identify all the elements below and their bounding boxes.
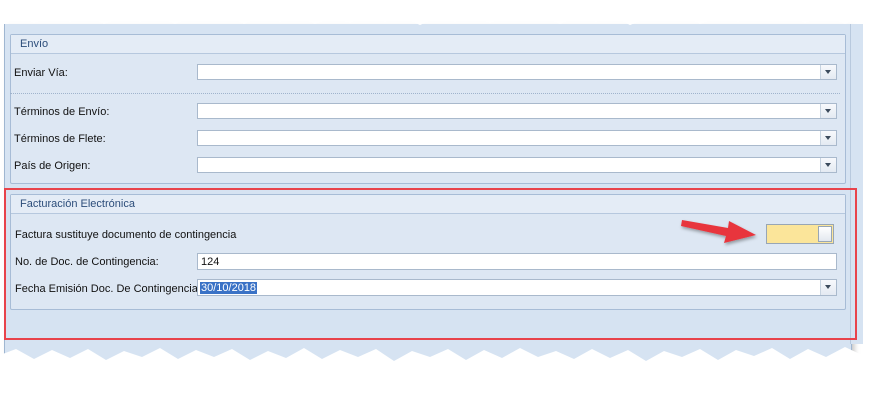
chevron-down-icon[interactable] [820, 131, 836, 145]
doc-contingencia-label: No. de Doc. de Contingencia: [15, 256, 159, 268]
fecha-emision-label: Fecha Emisión Doc. De Contingencia: [15, 283, 201, 295]
fecha-emision-selected-text[interactable]: 30/10/2018 [200, 282, 258, 294]
terminos-flete-dropdown[interactable] [197, 130, 837, 146]
terminos-envio-dropdown[interactable] [197, 103, 837, 119]
contingencia-toggle[interactable] [766, 224, 834, 244]
envio-separator [10, 93, 840, 94]
torn-edge-top [0, 0, 879, 25]
toggle-knob[interactable] [818, 226, 832, 242]
terminos-flete-label: Términos de Flete: [14, 133, 106, 145]
pais-origen-dropdown[interactable] [197, 157, 837, 173]
doc-contingencia-value: 124 [201, 256, 220, 268]
chevron-down-icon[interactable] [820, 280, 836, 295]
fecha-emision-dropdown[interactable]: 30/10/2018 [197, 279, 837, 296]
enviar-via-label: Enviar Vía: [14, 67, 68, 79]
chevron-down-icon[interactable] [820, 65, 836, 79]
enviar-via-dropdown[interactable] [197, 64, 837, 80]
chevron-down-icon[interactable] [820, 158, 836, 172]
terminos-envio-label: Términos de Envío: [14, 106, 110, 118]
facturacion-group-title: Facturación Electrónica [11, 195, 845, 214]
red-arrow-icon [681, 220, 756, 243]
fecha-emision-value-wrap: 30/10/2018 [200, 282, 258, 294]
contingencia-toggle-label: Factura sustituye documento de contingen… [15, 229, 237, 241]
torn-edge-bottom [0, 347, 879, 405]
pais-origen-label: País de Origen: [14, 160, 91, 172]
panel-scroll-area [850, 24, 863, 344]
doc-contingencia-input[interactable]: 124 [197, 253, 837, 270]
highlight-box [4, 188, 857, 340]
chevron-down-icon[interactable] [820, 104, 836, 118]
envio-group-title: Envío [11, 35, 845, 54]
